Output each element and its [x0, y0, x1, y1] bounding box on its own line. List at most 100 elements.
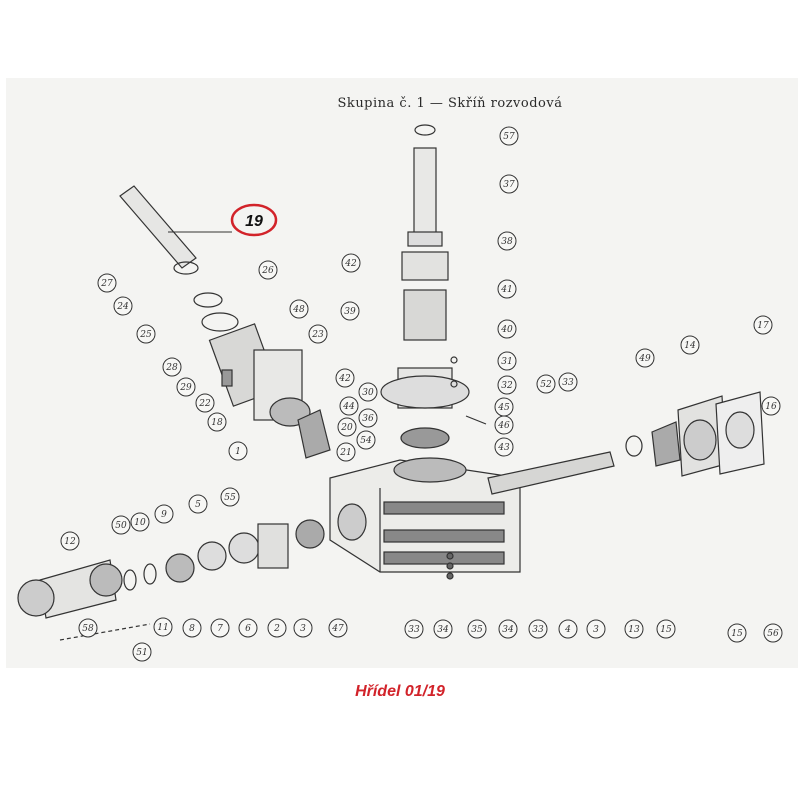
callout-number: 41	[500, 285, 512, 295]
vertical-shaft	[380, 124, 470, 449]
callout-circle	[130, 512, 150, 532]
callout-35: 35	[467, 619, 487, 639]
callout-54: 54	[356, 430, 376, 450]
callout-circle	[656, 619, 676, 639]
gearbox-housing	[329, 457, 521, 573]
callout-21: 21	[336, 442, 356, 462]
callout-number: 42	[344, 259, 357, 269]
callout-36: 36	[358, 408, 378, 428]
callout-16: 16	[761, 396, 781, 416]
callout-number: 33	[408, 625, 420, 635]
callout-14: 14	[680, 335, 700, 355]
callout-number: 39	[344, 307, 356, 317]
callout-42: 42	[341, 253, 361, 273]
callout-30: 30	[358, 382, 378, 402]
callout-circle	[328, 618, 348, 638]
callout-34: 34	[498, 619, 518, 639]
callout-number: 7	[217, 624, 223, 634]
callout-number: 26	[261, 266, 274, 276]
callout-number: 55	[224, 493, 236, 503]
callout-27: 27	[97, 273, 117, 293]
callout-circle	[154, 504, 174, 524]
callout-38: 38	[497, 231, 517, 251]
callout-number: 28	[165, 363, 178, 373]
callout-number: 10	[134, 518, 146, 528]
callout-number: 42	[338, 374, 351, 384]
callout-circle	[497, 319, 517, 339]
callout-number: 22	[198, 399, 211, 409]
callout-circle	[132, 642, 152, 662]
callout-circle	[404, 619, 424, 639]
callout-48: 48	[289, 299, 309, 319]
callout-circle	[97, 273, 117, 293]
callout-circle	[293, 618, 313, 638]
left-output-shaft	[17, 519, 325, 641]
callout-number: 17	[757, 321, 769, 331]
callout-circle	[341, 253, 361, 273]
callout-circle	[727, 623, 747, 643]
callout-number: 44	[342, 402, 355, 412]
callout-26: 26	[258, 260, 278, 280]
callout-number: 49	[638, 354, 651, 364]
callout-57: 57	[499, 126, 519, 146]
callout-25: 25	[136, 324, 156, 344]
callout-51: 51	[132, 642, 152, 662]
callout-23: 23	[308, 324, 328, 344]
callout-circle	[558, 372, 578, 392]
callout-number: 2	[273, 624, 280, 634]
callout-number: 5	[195, 500, 201, 510]
callout-18: 18	[207, 412, 227, 432]
callout-number: 15	[731, 629, 743, 639]
callout-circle	[528, 619, 548, 639]
callout-7: 7	[210, 618, 230, 638]
callout-37: 37	[499, 174, 519, 194]
callout-circle	[624, 619, 644, 639]
callout-number: 6	[245, 624, 251, 634]
callout-circle	[558, 619, 578, 639]
callout-number: 25	[139, 330, 152, 340]
callout-39: 39	[340, 301, 360, 321]
callout-number: 32	[501, 381, 513, 391]
callout-circle	[136, 324, 156, 344]
callout-43: 43	[494, 437, 514, 457]
callout-number: 21	[339, 448, 351, 458]
callout-number: 3	[300, 624, 306, 634]
callout-5: 5	[188, 494, 208, 514]
callout-9: 9	[154, 504, 174, 524]
callout-number: 12	[64, 537, 76, 547]
callout-22: 22	[195, 393, 215, 413]
callout-1: 1	[228, 441, 248, 461]
callout-number: 3	[593, 625, 599, 635]
callout-number: 30	[362, 388, 374, 398]
callout-number: 47	[331, 624, 344, 634]
callout-15: 15	[656, 619, 676, 639]
callout-circle	[635, 348, 655, 368]
callout-number: 46	[497, 421, 510, 431]
callout-number: 51	[136, 648, 147, 658]
callout-number: 43	[497, 443, 510, 453]
callout-3: 3	[293, 618, 313, 638]
callout-44: 44	[339, 396, 359, 416]
part-caption: Hřídel 01/19	[355, 683, 445, 700]
callout-number: 24	[116, 302, 129, 312]
callout-circle	[761, 396, 781, 416]
callout-number: 45	[497, 403, 510, 413]
callout-number: 35	[471, 625, 483, 635]
callout-number: 58	[82, 624, 94, 634]
callout-29: 29	[176, 377, 196, 397]
callout-circle	[763, 623, 783, 643]
callout-number: 54	[360, 436, 372, 446]
callout-number: 29	[179, 383, 192, 393]
callout-number: 52	[540, 380, 552, 390]
callout-circle	[497, 279, 517, 299]
callout-circle	[358, 408, 378, 428]
callout-number: 48	[292, 305, 305, 315]
callout-circle	[433, 619, 453, 639]
callout-number: 31	[501, 357, 512, 367]
callout-52: 52	[536, 374, 556, 394]
callout-circle	[494, 437, 514, 457]
callout-circle	[176, 377, 196, 397]
callout-circle	[220, 487, 240, 507]
callout-number: 15	[660, 625, 672, 635]
